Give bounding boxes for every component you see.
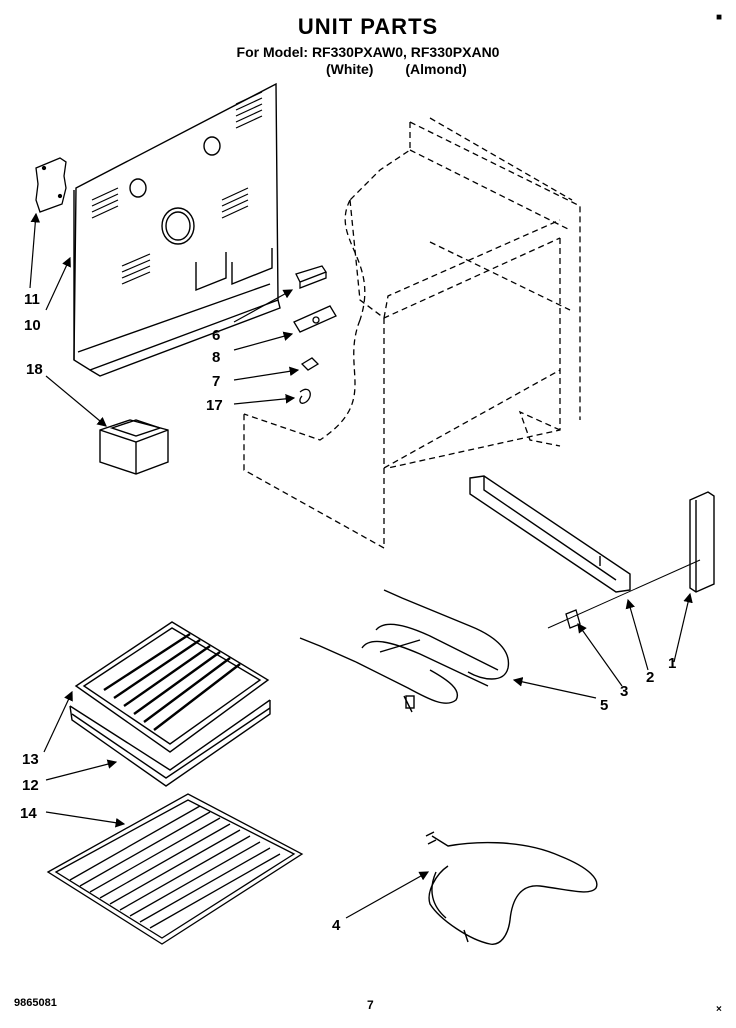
page-title: UNIT PARTS	[297, 14, 439, 39]
callout-labels: 11 10 18 6 8 7 17 1 2 3 5 13 12 14 4	[20, 291, 676, 934]
part-18-box	[99, 419, 169, 475]
callout-7: 7	[212, 373, 220, 390]
variant-white: (White)	[326, 61, 374, 77]
callout-17: 17	[206, 397, 223, 414]
part-14-oven-rack	[46, 793, 304, 945]
oven-cabinet-outline	[243, 117, 581, 550]
callout-8: 8	[212, 349, 220, 366]
part-6-terminal-block	[295, 265, 327, 289]
part-4-bake-element	[425, 831, 598, 945]
leader-arrows	[29, 212, 693, 919]
callout-4: 4	[332, 917, 341, 934]
callout-3: 3	[620, 683, 628, 700]
part-13-broiler-grid	[74, 621, 270, 753]
callout-2: 2	[646, 669, 654, 686]
page-number: 7	[367, 998, 374, 1012]
part-8-bracket	[293, 305, 337, 333]
callout-18: 18	[26, 361, 43, 378]
part-12-broiler-pan	[69, 699, 271, 787]
corner-mark-bottom: ×	[716, 1004, 722, 1015]
document-code: 9865081	[14, 997, 57, 1009]
callout-12: 12	[22, 777, 39, 794]
part-5-broil-element	[299, 589, 510, 713]
part-10-rear-panel	[73, 82, 281, 377]
part-11-gasket	[35, 157, 67, 213]
callout-14: 14	[20, 805, 37, 822]
callout-13: 13	[22, 751, 39, 768]
callout-11: 11	[24, 291, 40, 308]
callout-6: 6	[212, 327, 220, 344]
leader-line	[547, 559, 701, 629]
callout-10: 10	[24, 317, 41, 334]
part-2-rail	[469, 475, 631, 593]
model-variants: (White) (Almond)	[326, 61, 467, 77]
callout-5: 5	[600, 697, 608, 714]
part-17-wire-clip	[299, 388, 311, 404]
callout-1: 1	[668, 655, 676, 672]
part-1-side-trim	[689, 491, 715, 593]
model-line: For Model: RF330PXAW0, RF330PXAN0	[236, 44, 500, 60]
variant-almond: (Almond)	[405, 61, 467, 77]
part-7-clip	[300, 357, 320, 371]
corner-mark-top: ■	[716, 12, 723, 23]
